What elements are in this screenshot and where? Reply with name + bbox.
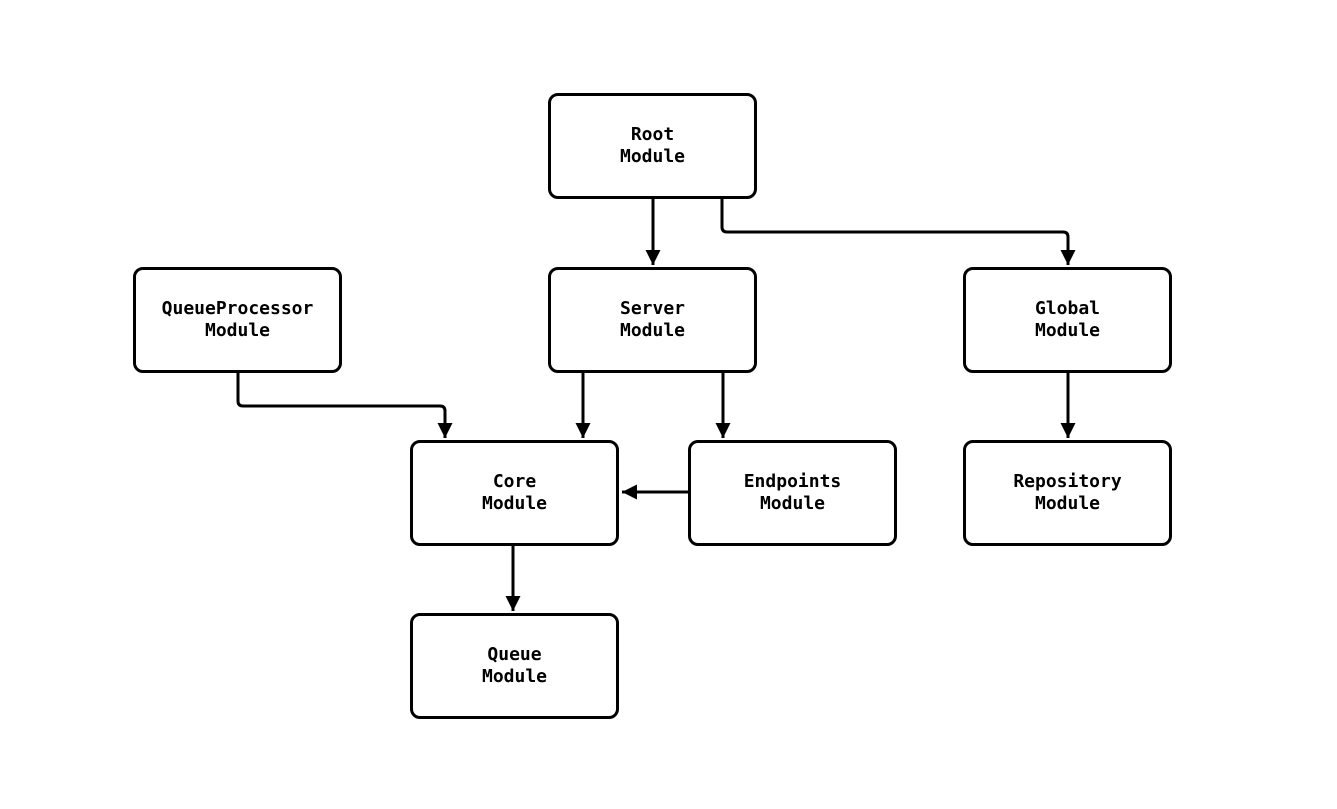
- node-repository-module: Repository Module: [963, 440, 1172, 546]
- node-endpoints-module: Endpoints Module: [688, 440, 897, 546]
- node-root-module: Root Module: [548, 93, 757, 199]
- edge-queueprocessor-to-core: [236, 373, 453, 438]
- node-queue-module: Queue Module: [410, 613, 619, 719]
- edge-root-to-global: [720, 198, 1076, 265]
- node-global-module: Global Module: [963, 267, 1172, 373]
- node-server-module: Server Module: [548, 267, 757, 373]
- node-queueprocessor-module: QueueProcessor Module: [133, 267, 342, 373]
- node-core-module: Core Module: [410, 440, 619, 546]
